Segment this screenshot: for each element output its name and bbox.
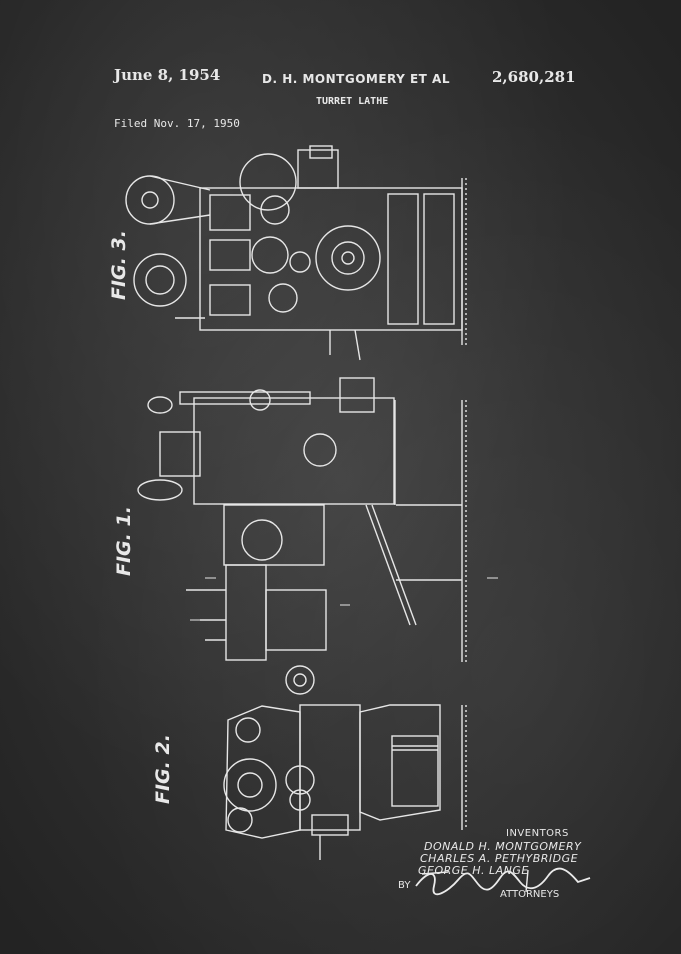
inventor-header: D. H. MONTGOMERY ET AL (262, 72, 450, 86)
patent-number: 2,680,281 (492, 68, 576, 86)
patent-title: TURRET LATHE (316, 96, 389, 107)
inventors-label: INVENTORS (506, 828, 569, 839)
patent-date: June 8, 1954 (114, 66, 221, 84)
filed-date: Filed Nov. 17, 1950 (114, 117, 240, 130)
section-markers (190, 577, 498, 621)
fig3-drawing (125, 145, 467, 361)
attorney-signature (415, 867, 591, 896)
attorneys-label: ATTORNEYS (500, 889, 560, 900)
by-label: BY (398, 880, 411, 891)
inventor-name: GEORGE H. LANGE (418, 864, 529, 877)
inventor-name: DONALD H. MONTGOMERY (424, 840, 582, 853)
fig1-drawing (137, 377, 467, 695)
inventor-name: CHARLES A. PETHYBRIDGE (420, 852, 579, 865)
fig3-label: FIG. 3. (108, 230, 130, 300)
fig1-label: FIG. 1. (113, 506, 135, 576)
fig2-label: FIG. 2. (152, 734, 174, 804)
fig2-drawing (223, 704, 467, 860)
